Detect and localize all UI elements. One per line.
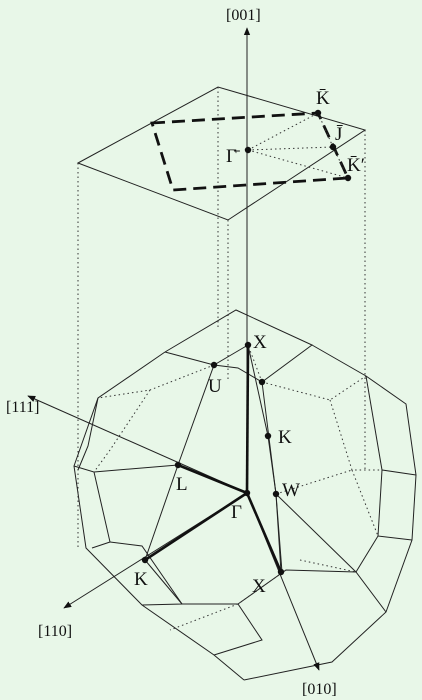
path-X-U [213,344,249,366]
label-U: U [208,376,222,397]
ray-J-Kprime [332,146,349,179]
surface-brillouin-zone [150,111,351,192]
point-K-bar [314,109,322,117]
label-W: W [282,480,300,501]
right-middle-face [377,469,417,537]
point-vertex [258,378,266,386]
label-K-bottom: K [134,569,148,590]
label-001: [001] [226,7,261,24]
label-K-bar: K̄ [316,88,330,109]
path-W-X [275,493,282,573]
path-gamma-X-bottom [245,492,283,573]
ray-gamma-J [247,146,334,151]
left-face-edge-1 [77,397,99,471]
ray-K-J [317,112,334,148]
hidden-edge-2 [329,399,382,471]
edge-W-right [275,493,357,573]
point-gamma-bar [244,146,252,154]
hidden-edge-3 [351,469,379,537]
label-L: L [176,474,188,495]
top-square-face [164,309,313,383]
ray-gamma-Kprime [247,149,349,179]
bottom-right-face [237,569,387,613]
symmetry-paths [144,344,283,573]
hidden-edge-7 [237,569,287,605]
hidden-edge-9 [247,344,263,383]
surface-plane [76,86,367,550]
point-X-bottom [277,568,285,576]
symmetry-points [141,109,352,576]
labels: [001] [111] [110] [010] Γ̄ K̄ J̄ K̄′ X U… [6,7,365,698]
outline-left [73,351,245,681]
left-hexagon-face [73,465,111,549]
path-gamma-K [144,491,248,562]
path-K-W [267,435,277,495]
right-lower-face [355,535,413,573]
point-gamma [243,489,251,497]
ray-gamma-K [247,112,319,151]
hidden-edge-8 [169,603,239,631]
point-W [272,490,280,498]
hidden-edge-1 [261,375,367,401]
point-X-top [244,341,252,349]
label-gamma-bar: Γ̄ [226,146,240,167]
label-X-top: X [253,332,267,353]
hidden-edge-5 [97,364,215,399]
hidden-edge-10 [299,559,357,573]
outline-right [243,344,417,681]
path-gamma-X [245,344,250,494]
label-X-bottom: X [252,576,266,597]
point-K-prime-bar [344,174,352,182]
bottom-square-face [182,603,263,656]
label-K-mid: K [278,427,292,448]
axes [27,27,320,671]
hidden-edge-6 [93,389,151,473]
label-K-prime-bar: K̄′ [347,155,365,176]
bottom-left-face [109,541,183,606]
point-L [174,461,182,469]
path-X-K [247,344,269,437]
label-110: [110] [38,623,72,640]
label-gamma: Γ [231,502,242,523]
edge-K-bottom [144,559,183,605]
right-upper-edge [365,375,383,471]
point-U [210,361,218,369]
edge-L-left [93,464,179,473]
label-010: [010] [302,681,337,698]
point-J-bar [329,143,337,151]
label-J-bar: J̄ [335,124,343,145]
label-111: [111] [6,399,39,416]
point-K-bottom [141,556,149,564]
path-gamma-L [177,463,248,495]
point-K-mid [264,432,272,440]
